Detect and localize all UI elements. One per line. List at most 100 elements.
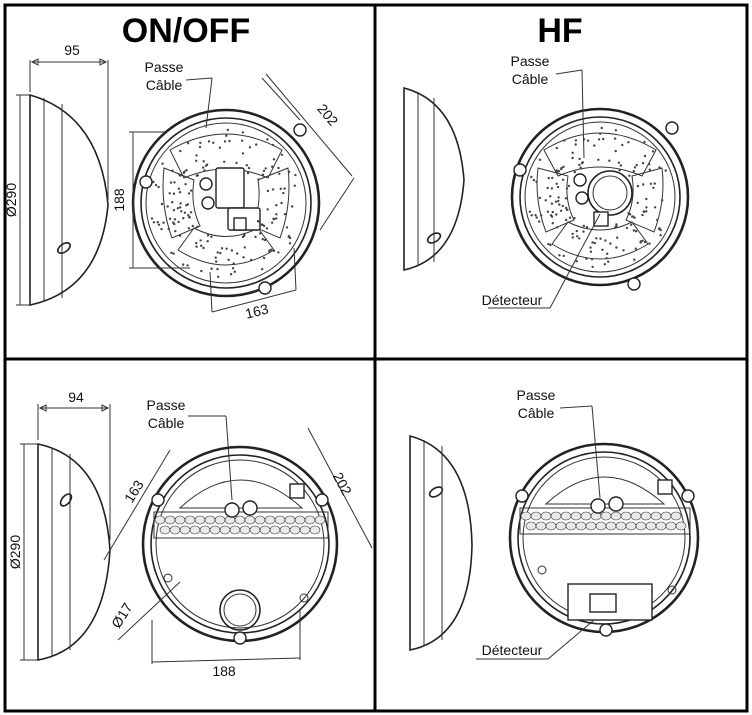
led-dot — [231, 267, 235, 270]
led-lens — [560, 511, 572, 521]
led-dot — [641, 239, 644, 242]
led-dot — [659, 228, 662, 232]
led-lens — [580, 511, 592, 521]
led-dot — [271, 165, 274, 168]
led-dot — [203, 169, 206, 172]
led-dot — [619, 164, 623, 167]
led-dot — [648, 242, 651, 245]
led-dot — [615, 225, 618, 228]
led-dot — [246, 171, 250, 175]
led-dot — [160, 227, 163, 231]
led-dot — [280, 153, 284, 156]
led-lens — [660, 511, 672, 521]
led-dot — [179, 202, 182, 205]
led-dot — [590, 258, 594, 261]
led-dot — [187, 142, 190, 145]
led-lens — [610, 511, 622, 521]
led-lens — [154, 515, 166, 525]
led-dot — [571, 151, 574, 154]
led-dot — [169, 181, 173, 184]
front-view-bottom-right — [508, 442, 700, 637]
led-dot — [190, 189, 193, 192]
led-dot — [219, 251, 222, 255]
led-dot — [634, 230, 638, 233]
led-dot — [632, 229, 636, 232]
led-dot — [202, 246, 205, 250]
led-dot — [538, 196, 542, 200]
led-dot — [556, 185, 560, 189]
led-dot — [154, 183, 158, 187]
led-dot — [285, 226, 289, 229]
led-dot — [593, 241, 596, 245]
led-dot — [195, 154, 198, 157]
led-dot — [187, 192, 191, 195]
led-dot — [558, 203, 561, 206]
led-dot — [230, 249, 234, 252]
led-lens — [254, 515, 266, 525]
led-dot — [242, 233, 246, 236]
dim-bottom-depth: 94 — [68, 389, 84, 405]
led-dot — [549, 195, 552, 198]
led-lens — [184, 515, 196, 525]
led-lens — [249, 525, 261, 535]
led-dot — [291, 205, 294, 208]
led-dot — [270, 248, 273, 251]
led-dot — [556, 226, 559, 229]
panel-on-off-bottom: 94 Ø290 163 202 188 Ø17 — [7, 389, 373, 679]
led-lens — [600, 511, 612, 521]
led-dot — [568, 216, 572, 219]
led-dot — [578, 157, 581, 161]
led-dot — [240, 139, 244, 142]
led-dot — [635, 163, 638, 167]
led-lens — [650, 511, 662, 521]
led-dot — [185, 169, 188, 172]
led-dot — [648, 168, 651, 171]
label-passe-line1-bottom-right: Passe — [517, 387, 556, 403]
led-dot — [534, 214, 537, 217]
led-lens — [244, 515, 256, 525]
dim-top-depth: 95 — [64, 42, 80, 58]
led-dot — [236, 252, 239, 255]
led-lens — [585, 521, 597, 531]
led-dot — [287, 235, 291, 238]
led-dot — [294, 173, 297, 177]
led-dot — [266, 138, 269, 141]
led-dot — [641, 162, 645, 165]
led-dot — [627, 141, 630, 144]
led-lens — [595, 521, 607, 531]
dim-hole-diameter: Ø17 — [108, 600, 136, 631]
dim-top-horizontal: 163 — [244, 301, 271, 322]
led-dot — [549, 243, 552, 247]
led-dot — [257, 178, 260, 181]
led-dot — [582, 230, 585, 233]
led-dot — [247, 166, 251, 170]
led-lens — [670, 511, 682, 521]
dim-top-vertical: 188 — [111, 188, 127, 212]
fixing-tab-left — [139, 175, 153, 189]
led-dot — [593, 144, 596, 147]
led-dot — [278, 172, 281, 175]
led-dot — [643, 240, 647, 244]
led-dot — [280, 201, 283, 205]
front-view-top-left — [131, 108, 321, 298]
led-dot — [178, 234, 182, 237]
led-dot — [259, 232, 262, 235]
led-dot — [547, 242, 550, 246]
led-dot — [639, 240, 642, 243]
led-dot — [275, 213, 278, 216]
led-dot — [254, 235, 257, 239]
panel-on-off-top: 95 Ø290 — [3, 42, 355, 322]
led-dot — [172, 192, 176, 195]
led-dot — [614, 129, 618, 132]
led-dot — [227, 258, 230, 261]
led-dot — [579, 166, 582, 169]
led-dot — [177, 220, 180, 224]
led-dot — [591, 265, 594, 269]
led-dot — [207, 140, 211, 143]
led-dot — [532, 178, 536, 182]
led-dot — [605, 257, 608, 260]
led-dot — [550, 215, 554, 218]
led-dot — [608, 159, 611, 162]
led-dot — [216, 267, 219, 271]
